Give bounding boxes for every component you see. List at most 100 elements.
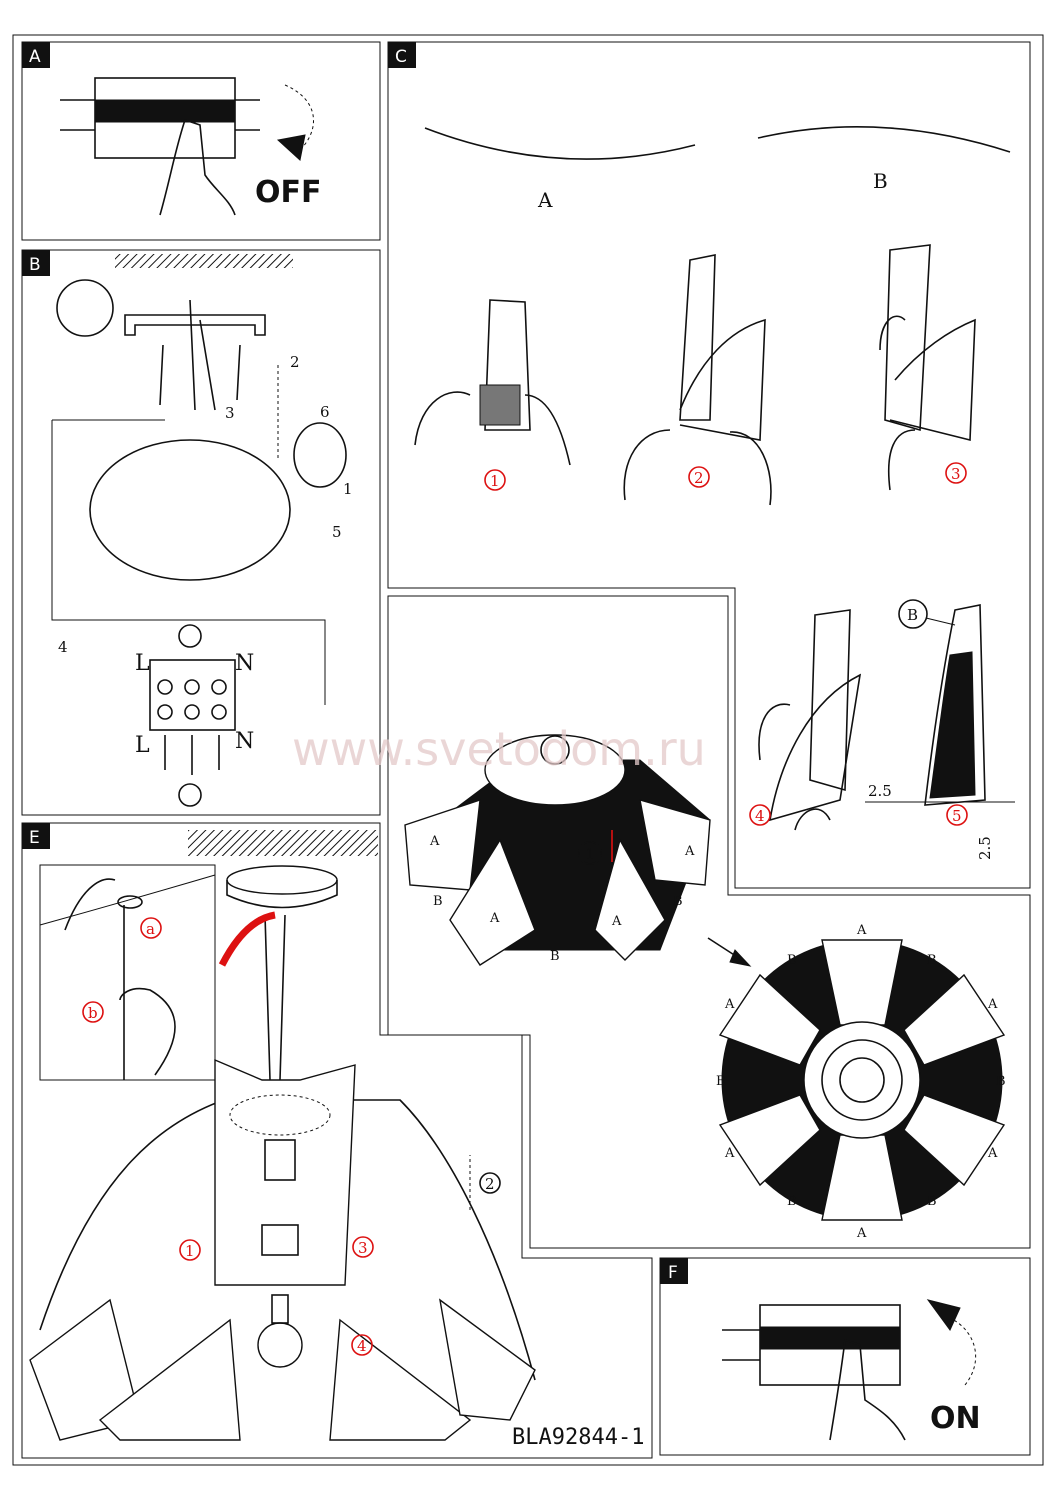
mounting-bracket (124, 314, 266, 336)
live-label-top: L (135, 651, 150, 676)
panel-a: A OFF (21, 41, 381, 241)
diagram-label: B (787, 1194, 797, 1209)
screws-and-wires (159, 299, 241, 411)
diagram-stroke (594, 838, 666, 961)
panel-b: B 2 3 4 5 6 1 L N L N (21, 249, 381, 816)
diagram-stroke (809, 609, 851, 792)
step-5: 5 (332, 523, 342, 541)
diagram-stroke (623, 429, 772, 506)
watermark: www.svetodom.ru (292, 722, 706, 776)
bulb-icon (257, 1322, 303, 1368)
diagram-stroke (351, 1334, 373, 1356)
step-e4: 4 (357, 1337, 367, 1355)
shade-a-label: A (611, 914, 622, 929)
dimension-horizontal: 2.5 (868, 782, 892, 800)
diagram-stroke (679, 318, 766, 441)
panel-a-label: A (29, 47, 41, 67)
diagram-stroke (414, 391, 571, 466)
diagram-stroke (264, 1139, 296, 1181)
neutral-label-top: N (235, 651, 254, 676)
diagram-label: A (987, 997, 998, 1012)
step-c1: 1 (490, 472, 500, 490)
canopy-e (226, 865, 338, 895)
shade-side-view: A B A B A B A 1 (404, 734, 711, 966)
diagram-stroke (945, 462, 967, 484)
diagram-label: B (927, 953, 937, 968)
step-c2: 2 (694, 469, 704, 487)
diagram-stroke (660, 1258, 688, 1284)
switch-on-label: ON (930, 1401, 981, 1436)
shade-b-label: B (673, 894, 683, 909)
step-c3: 3 (951, 465, 961, 483)
diagram-stroke (925, 617, 956, 626)
diagram-stroke (329, 1318, 472, 1441)
diagram-stroke (184, 704, 200, 720)
diagram-stroke (226, 880, 338, 909)
curve-b-label: B (873, 169, 888, 193)
diagram-label: A (724, 997, 735, 1012)
live-label-bottom: L (135, 733, 150, 758)
red-arrow-icon (218, 911, 276, 967)
step-2: 2 (290, 353, 300, 371)
diagram-stroke (157, 704, 173, 720)
diagram-stroke (884, 244, 931, 432)
diagram-stroke (211, 704, 227, 720)
step-3: 3 (225, 404, 235, 422)
diagram-label: A (856, 923, 867, 938)
diagram-stroke (946, 804, 968, 826)
diagram-stroke (659, 1257, 1031, 1456)
diagram-stroke (718, 973, 821, 1066)
panel-e: E a b 1 2 3 (21, 822, 653, 1459)
shade-b-label: B (550, 949, 560, 964)
diagram-stroke (159, 118, 236, 216)
diagram-stroke (149, 659, 236, 731)
diagram-stroke (94, 99, 236, 123)
diagram-stroke (271, 1294, 289, 1324)
diagram-stroke (718, 939, 1006, 1221)
diagram-stroke (211, 679, 227, 695)
step-e1: 1 (185, 1242, 195, 1260)
panel-shade-assembly: A B A B A B A 1 A A (387, 595, 1031, 1249)
arrowhead-up-icon (926, 1299, 961, 1331)
arrow-down-icon (284, 84, 314, 151)
arrowhead-icon (276, 134, 306, 161)
diagram-stroke (21, 249, 381, 816)
ground-icon (178, 783, 202, 807)
shade-a-label: A (489, 911, 500, 926)
step-d1: 1 (585, 845, 595, 863)
diagram-label: B (716, 1074, 726, 1089)
diagram-stroke (679, 254, 716, 421)
panel-f-label: F (668, 1263, 678, 1283)
sub-step-a: a (146, 920, 155, 938)
diagram-stroke (879, 315, 916, 491)
step-e3: 3 (358, 1239, 368, 1257)
diagram-label: A (856, 1226, 867, 1241)
diagram-stroke (889, 318, 976, 442)
model-code: BLA92844-1 (512, 1425, 644, 1450)
diagram-stroke (718, 1094, 821, 1187)
diagram-stroke (903, 1094, 1006, 1187)
diagram-stroke (229, 1094, 331, 1136)
diagram-label: B (927, 1194, 937, 1209)
inset-height-adjust (39, 864, 216, 1081)
diagram-label: A (987, 1146, 998, 1161)
diagram-stroke (578, 841, 602, 865)
diagram-label: B (787, 953, 797, 968)
diagram-stroke (21, 41, 381, 241)
step-4: 4 (58, 638, 68, 656)
diagram-stroke (821, 1134, 903, 1221)
curve-b (757, 126, 1011, 153)
diagram-stroke (157, 679, 173, 695)
diagram-stroke (749, 804, 771, 826)
pendant-lamp (29, 1058, 536, 1441)
diagram-stroke (479, 384, 521, 426)
ceiling-hatch-e (188, 830, 378, 856)
diagram-stroke (117, 895, 143, 909)
terminal-block (149, 624, 236, 807)
panel-c: C A B 1 2 3 4 B 2.5 2.5 (387, 41, 1031, 889)
dimension-vertical: 2.5 (976, 836, 994, 860)
diagram-stroke (903, 973, 1006, 1066)
diagram-stroke (829, 1338, 906, 1441)
diagram-stroke (22, 250, 50, 276)
